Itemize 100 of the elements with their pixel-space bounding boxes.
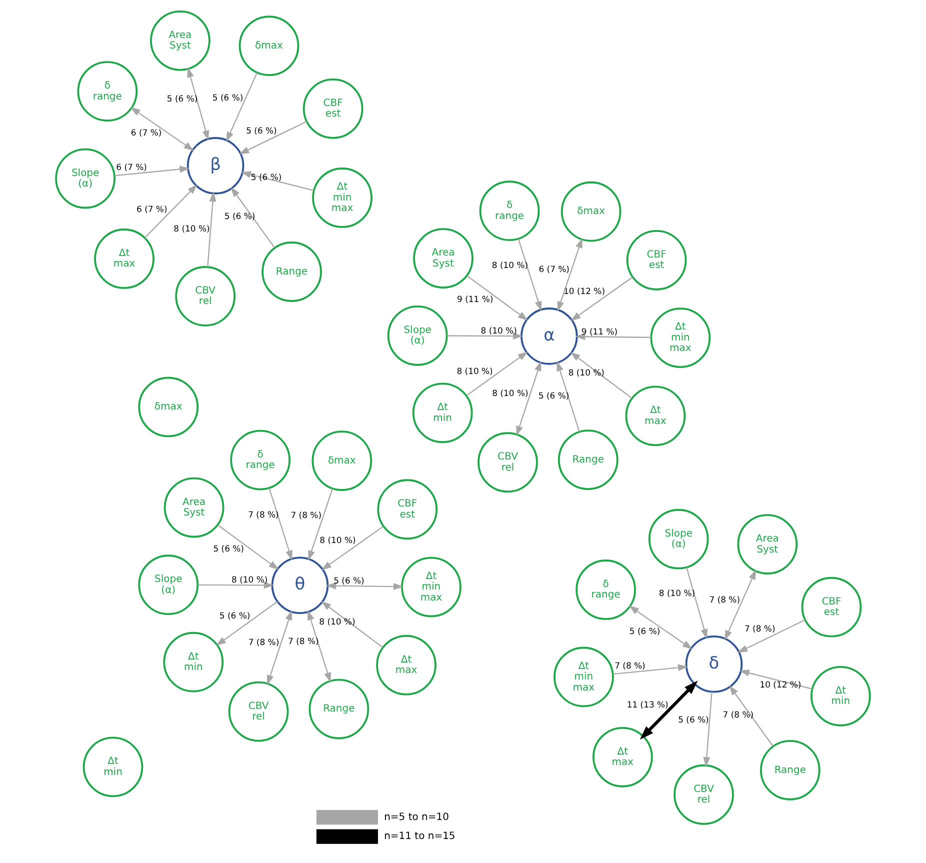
arrow xyxy=(144,184,198,238)
arrow xyxy=(516,360,542,436)
node-circle: CBV rel xyxy=(175,266,236,326)
arrow xyxy=(466,352,528,396)
arrow xyxy=(570,276,633,321)
node-circle: Δt min xyxy=(82,736,144,798)
node-circle: Δt max xyxy=(376,634,436,696)
node-circle: Slope (α) xyxy=(648,508,709,570)
arrow xyxy=(640,680,698,740)
edge-label: 7 (8 %) xyxy=(744,624,776,634)
arrow xyxy=(557,238,582,312)
node-circle: CBF est xyxy=(302,78,364,139)
edge-label: 5 (6 %) xyxy=(246,125,277,136)
node-circle: Slope (α) xyxy=(55,148,116,209)
node-circle: Area Syst xyxy=(413,228,474,289)
edge-label: 8 (10 %) xyxy=(174,224,210,234)
arrow xyxy=(686,567,708,640)
edge-label: 6 (7 %) xyxy=(538,264,570,274)
arrow xyxy=(321,601,383,648)
node-circle: Slope (α) xyxy=(387,305,448,366)
edge-label: 9 (11 %) xyxy=(581,326,618,337)
edge-label: 5 (6 %) xyxy=(678,714,709,724)
arrow xyxy=(198,582,274,589)
arrow xyxy=(724,570,756,640)
node-circle: Δt max xyxy=(625,386,686,446)
arrow xyxy=(266,610,292,686)
edge-label: 5 (6 %) xyxy=(212,92,244,102)
arrow xyxy=(321,526,384,570)
edge-label: 5 (6 %) xyxy=(224,210,256,221)
arrow xyxy=(230,186,276,248)
arrow xyxy=(307,610,331,683)
edge-label: 8 (10 %) xyxy=(658,588,696,598)
arrow xyxy=(575,333,651,340)
edge-label: 8 (10 %) xyxy=(492,388,528,398)
edge-label: 7 (8 %) xyxy=(248,637,280,648)
node-circle: Δt min max xyxy=(312,168,372,228)
edge-label: 6 (7 %) xyxy=(116,162,147,172)
arrow xyxy=(570,352,632,399)
edge-label: 8 (10 %) xyxy=(319,616,356,627)
node-circle: Range xyxy=(760,740,820,800)
arrow xyxy=(729,685,774,747)
node-circle: CBF est xyxy=(626,230,687,290)
arrow xyxy=(240,171,314,192)
node-circle: Δt min max xyxy=(650,308,711,368)
edge-label: 8 (10 %) xyxy=(568,367,604,378)
arrow xyxy=(326,582,404,590)
node-circle: δmax xyxy=(138,376,199,438)
node-circle: Range xyxy=(308,678,370,740)
arrow xyxy=(207,192,216,267)
node-circle: Area Syst xyxy=(150,10,210,71)
edge-label: 11 (13 %) xyxy=(626,700,668,710)
edge-label: 8 (10 %) xyxy=(232,574,268,585)
edge-label: 7 (8 %) xyxy=(709,594,740,604)
node-circle: α xyxy=(520,308,578,365)
node-circle: δmax xyxy=(312,430,372,491)
node-circle: δ range xyxy=(77,61,138,122)
arrow xyxy=(518,238,542,312)
edge-label: 8 (10 %) xyxy=(480,325,517,336)
edge-label: 5 (6 %) xyxy=(166,93,198,104)
edge-label: 7 (8 %) xyxy=(248,509,279,520)
legend-label: n=5 to n=10 xyxy=(384,812,449,823)
edge-label: 7 (8 %) xyxy=(290,510,322,520)
arrow xyxy=(268,488,292,561)
node-circle: Δt min max xyxy=(554,646,614,708)
arrow xyxy=(308,488,334,561)
node-circle: CBV rel xyxy=(228,681,289,742)
node-circle: CBF est xyxy=(377,479,438,540)
arrow xyxy=(739,670,812,690)
arrow xyxy=(447,332,524,340)
node-circle: Range xyxy=(558,430,618,490)
edge-label: 5 (6 %) xyxy=(334,576,364,586)
node-circle: δmax xyxy=(560,181,622,242)
node-circle: δmax xyxy=(238,16,300,76)
edge-label: 8 (10 %) xyxy=(320,535,356,546)
arrow xyxy=(612,664,688,675)
arrow xyxy=(703,692,712,768)
edge-label: 7 (8 %) xyxy=(614,660,646,670)
node-circle: CBV rel xyxy=(478,432,538,493)
edge-label: 5 (6 %) xyxy=(213,543,244,554)
arrow xyxy=(216,601,278,646)
arrow xyxy=(226,72,258,142)
arrow xyxy=(628,606,692,650)
node-circle: Δt min xyxy=(810,666,871,726)
arrow xyxy=(187,67,210,141)
node-circle: Δt min max xyxy=(401,556,462,618)
node-circle: Δt min xyxy=(412,382,473,444)
edge-label: 7 (8 %) xyxy=(722,709,754,720)
edge-label: 5 (6 %) xyxy=(629,626,660,636)
arrow xyxy=(466,275,528,321)
node-circle: Δt max xyxy=(94,228,154,289)
node-circle: δ range xyxy=(576,560,636,620)
edge-label: 8 (10 %) xyxy=(456,366,493,376)
node-circle: CBV rel xyxy=(674,764,734,825)
node-circle: Area Syst xyxy=(164,477,224,538)
node-circle: δ range xyxy=(230,430,291,490)
arrow xyxy=(737,619,806,653)
edge-label: 5 (6 %) xyxy=(219,610,250,620)
node-circle: θ xyxy=(271,556,329,614)
node-circle: CBF est xyxy=(801,576,862,638)
arrow xyxy=(114,166,190,176)
